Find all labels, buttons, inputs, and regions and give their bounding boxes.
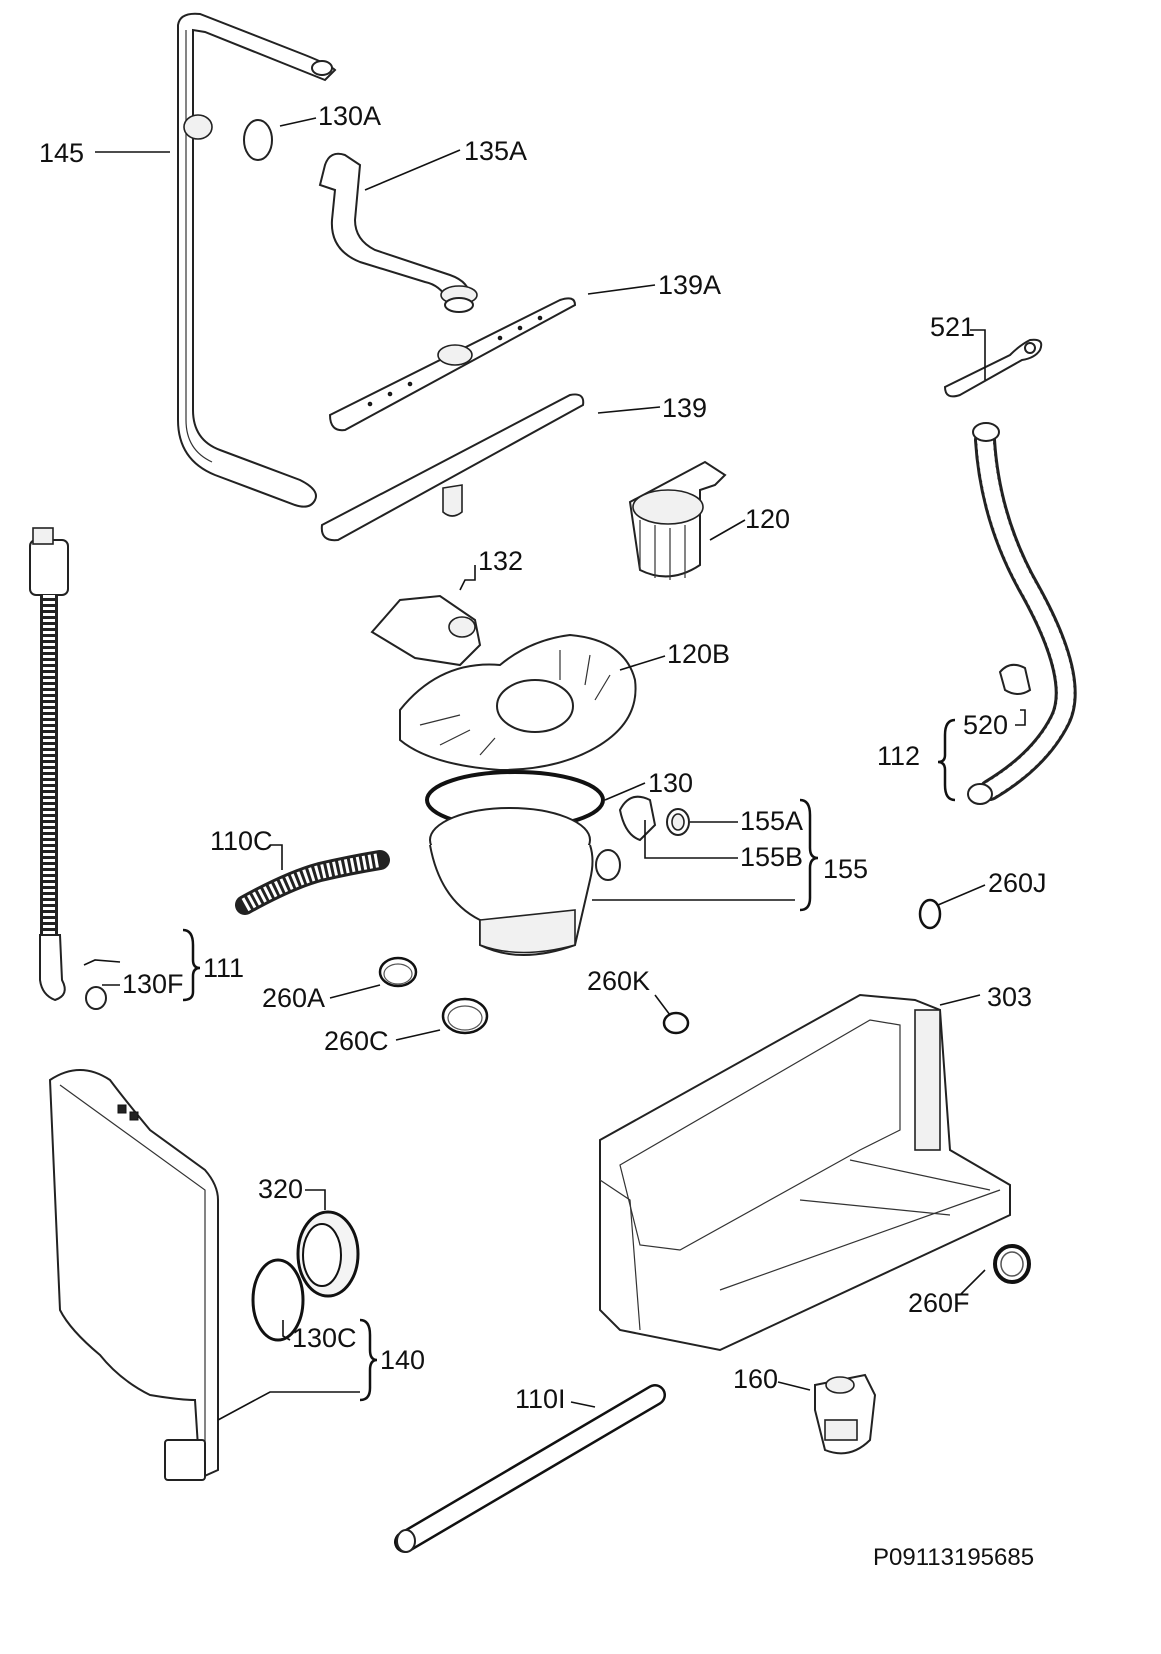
part-303-base-frame <box>599 993 1011 1352</box>
label-111: 111 <box>203 953 244 983</box>
part-140-side-panel <box>48 1069 219 1481</box>
part-520-clip <box>998 663 1032 695</box>
part-260J-clamp <box>918 898 942 930</box>
leader-lines <box>83 117 1026 1421</box>
label-120B: 120B <box>667 639 730 669</box>
label-155B: 155B <box>740 842 803 872</box>
part-132-sensor <box>370 594 482 667</box>
label-260C: 260C <box>324 1026 389 1056</box>
part-155B-cover <box>618 795 657 842</box>
part-130C-ring <box>251 1258 305 1342</box>
part-111-inlet-hose <box>29 527 107 1010</box>
label-110C: 110C <box>210 826 273 856</box>
label-145: 145 <box>39 138 84 168</box>
label-260A: 260A <box>262 983 325 1013</box>
label-112: 112 <box>877 741 920 771</box>
label-139: 139 <box>662 393 707 423</box>
label-130F: 130F <box>122 969 184 999</box>
label-155A: 155A <box>740 806 803 836</box>
label-303: 303 <box>987 982 1032 1012</box>
label-521: 521 <box>930 312 975 342</box>
label-260K: 260K <box>587 966 650 996</box>
drawing-code: P09113195685 <box>873 1544 1034 1571</box>
part-260K-clamp <box>662 1011 690 1035</box>
part-110I-tube <box>394 1384 666 1553</box>
label-160: 160 <box>733 1364 778 1394</box>
label-135A: 135A <box>464 136 527 166</box>
part-110C-hose <box>235 850 390 915</box>
label-130: 130 <box>648 768 693 798</box>
part-139-lower-spray-arm <box>320 393 585 542</box>
label-120: 120 <box>745 504 790 534</box>
label-320: 320 <box>258 1174 303 1204</box>
label-139A: 139A <box>658 270 721 300</box>
part-112-drain-hose <box>967 422 1077 805</box>
part-521-tag <box>943 338 1043 398</box>
label-155: 155 <box>823 854 868 884</box>
part-120B-micro-filter <box>399 633 637 772</box>
part-139A-upper-spray-arm <box>328 297 577 432</box>
sump-assembly <box>429 807 621 956</box>
label-132: 132 <box>478 546 523 576</box>
part-260A-clamp <box>378 956 418 988</box>
label-260F: 260F <box>908 1288 970 1318</box>
part-145-spray-pipe <box>177 12 337 508</box>
label-130C: 130C <box>292 1323 357 1353</box>
label-140: 140 <box>380 1345 425 1375</box>
part-160-valve <box>814 1373 877 1455</box>
part-labels: 145 130A 135A 139A 139 521 120 132 120B … <box>39 101 1047 1571</box>
part-135A-upper-pipe <box>318 152 478 313</box>
label-110I: 110I <box>515 1384 566 1414</box>
label-520: 520 <box>963 710 1008 740</box>
part-120-filter <box>628 460 727 580</box>
part-130A-o-ring <box>243 119 273 161</box>
part-155A-seal <box>666 808 690 836</box>
part-260C-clamp <box>441 997 489 1035</box>
label-260J: 260J <box>988 868 1047 898</box>
part-260F-clamp <box>993 1244 1031 1284</box>
brace-marks <box>182 718 956 1402</box>
label-130A: 130A <box>318 101 381 131</box>
part-320-seal <box>296 1210 360 1298</box>
